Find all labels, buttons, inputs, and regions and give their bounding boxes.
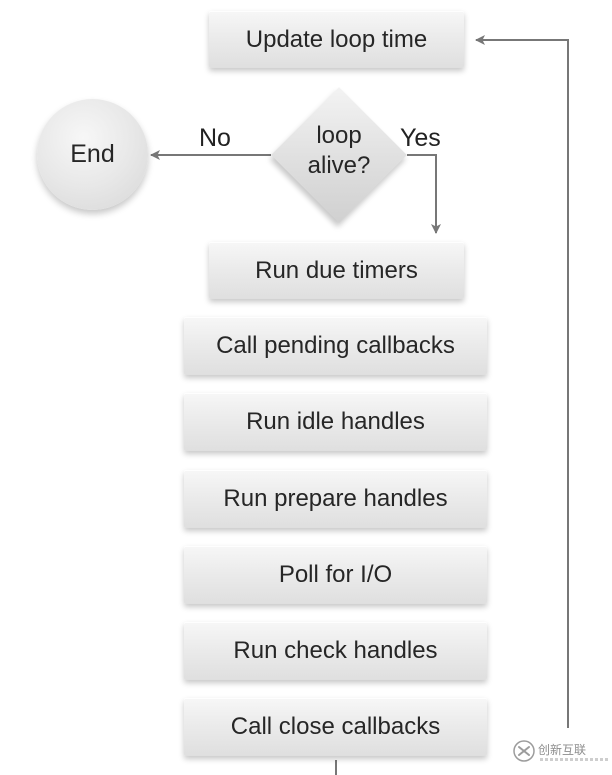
loop-alive-text: loop alive? xyxy=(307,122,371,179)
watermark-text: 创新互联 xyxy=(538,743,587,757)
run-due-timers-label: Run due timers xyxy=(255,256,418,284)
loop-alive-label: loop alive? xyxy=(271,121,407,181)
call-close-callbacks-label: Call close callbacks xyxy=(230,713,441,741)
end-node: End xyxy=(37,99,148,210)
watermark-subtext-decoration xyxy=(540,758,610,761)
no-branch-label: No xyxy=(199,124,231,152)
end-label: End xyxy=(70,140,115,168)
call-close-callbacks-box: Call close callbacks xyxy=(184,698,487,756)
call-pending-callbacks-box: Call pending callbacks xyxy=(184,317,487,375)
run-prepare-handles-box: Run prepare handles xyxy=(184,470,487,528)
watermark: 创新互联 xyxy=(512,735,612,775)
run-idle-handles-box: Run idle handles xyxy=(184,393,487,451)
run-prepare-handles-label: Run prepare handles xyxy=(223,485,448,513)
run-idle-handles-label: Run idle handles xyxy=(246,408,425,436)
run-due-timers-box: Run due timers xyxy=(209,242,464,299)
run-check-handles-box: Run check handles xyxy=(184,622,487,680)
yes-branch-label: Yes xyxy=(400,124,441,152)
poll-for-io-box: Poll for I/O xyxy=(184,546,487,604)
call-pending-callbacks-label: Call pending callbacks xyxy=(216,332,455,360)
update-loop-time-box: Update loop time xyxy=(209,11,464,68)
loop-return-arrow xyxy=(475,35,569,728)
poll-for-io-label: Poll for I/O xyxy=(278,561,393,589)
yes-branch-arrow xyxy=(407,154,441,234)
logo-icon xyxy=(513,740,535,762)
update-loop-time-label: Update loop time xyxy=(245,25,428,53)
run-check-handles-label: Run check handles xyxy=(233,637,438,665)
loop-alive-decision: loop alive? xyxy=(271,87,407,223)
